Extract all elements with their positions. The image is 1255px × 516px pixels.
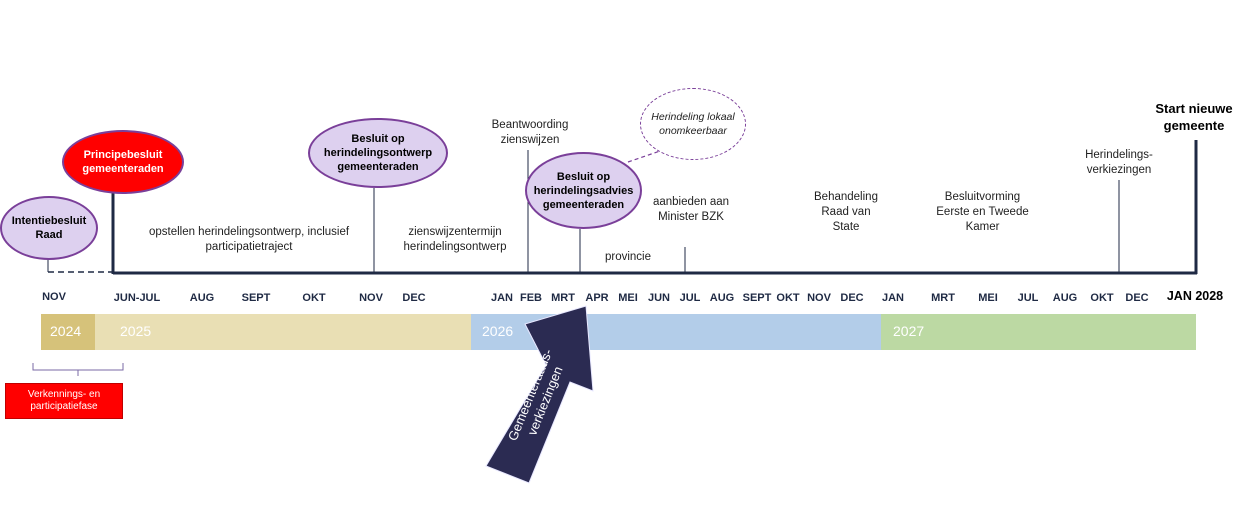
callout-tail xyxy=(627,150,661,163)
year-band-2025 xyxy=(95,314,471,350)
month-label-jan: JAN xyxy=(490,292,514,304)
month-label-dec: DEC xyxy=(840,292,864,304)
phase-opstellen: opstellen herindelingsontwerp, inclusief… xyxy=(148,226,350,253)
phase-provincie: provincie xyxy=(604,251,652,263)
callout-lokaal: Herindeling lokaal onomkeerbaar xyxy=(640,88,746,160)
month-label-mrt: MRT xyxy=(931,292,955,304)
milestone-advies: Besluit op herindelingsadvies gemeentera… xyxy=(525,152,642,229)
phase-verkiezingen: Herindelings-verkiezingen xyxy=(1085,149,1153,176)
month-label-aug: AUG xyxy=(709,292,735,304)
month-label-jul: JUL xyxy=(1017,292,1039,304)
verkiezingen-arrow xyxy=(485,305,594,484)
year-band-2027 xyxy=(881,314,1196,350)
year-label-2025: 2025 xyxy=(120,323,152,339)
month-label-dec: DEC xyxy=(1125,292,1149,304)
month-label-apr: APR xyxy=(585,292,609,304)
month-label-mei: MEI xyxy=(618,292,638,304)
milestone-intentie: Intentiebesluit Raad xyxy=(0,196,98,260)
phase-minister: aanbieden aan Minister BZK xyxy=(652,196,730,223)
month-label-nov: NOV xyxy=(42,291,66,303)
month-label-jun: JUN xyxy=(647,292,671,304)
phase-zienswijzen: zienswijzentermijn herindelingsontwerp xyxy=(403,226,507,253)
year-label-2027: 2027 xyxy=(893,323,925,339)
verkenningsfase-box: Verkennings- en participatiefase xyxy=(5,383,123,419)
month-label-jun-jul: JUN-JUL xyxy=(113,292,161,304)
milestone-ontwerp: Besluit op herindelingsontwerp gemeenter… xyxy=(308,118,448,188)
year-label-2024: 2024 xyxy=(50,323,82,339)
month-label-mrt: MRT xyxy=(551,292,575,304)
month-label-aug: AUG xyxy=(1052,292,1078,304)
month-label-okt: OKT xyxy=(776,292,800,304)
month-label-okt: OKT xyxy=(1090,292,1114,304)
month-label-dec: DEC xyxy=(402,292,426,304)
phase-beantwoording: Beantwoording zienswijzen xyxy=(491,119,569,146)
month-label-aug: AUG xyxy=(189,292,215,304)
month-label-end: JAN 2028 xyxy=(1166,289,1224,303)
month-label-okt: OKT xyxy=(302,292,326,304)
phase-kamer: Besluitvorming Eerste en Tweede Kamer xyxy=(936,191,1029,233)
fase-brace xyxy=(32,363,124,376)
month-label-mei: MEI xyxy=(978,292,998,304)
year-label-2026: 2026 xyxy=(482,323,514,339)
month-label-nov: NOV xyxy=(807,292,831,304)
milestone-start: Start nieuwe gemeente xyxy=(1155,101,1233,133)
month-label-jul: JUL xyxy=(679,292,701,304)
month-label-sept: SEPT xyxy=(742,292,772,304)
month-label-jan: JAN xyxy=(881,292,905,304)
milestone-principe: Principebesluit gemeenteraden xyxy=(62,130,184,194)
month-label-sept: SEPT xyxy=(241,292,271,304)
phase-raad: Behandeling Raad van State xyxy=(814,191,878,233)
month-label-feb: FEB xyxy=(520,292,542,304)
year-band-2024 xyxy=(41,314,95,350)
month-label-nov: NOV xyxy=(359,292,383,304)
